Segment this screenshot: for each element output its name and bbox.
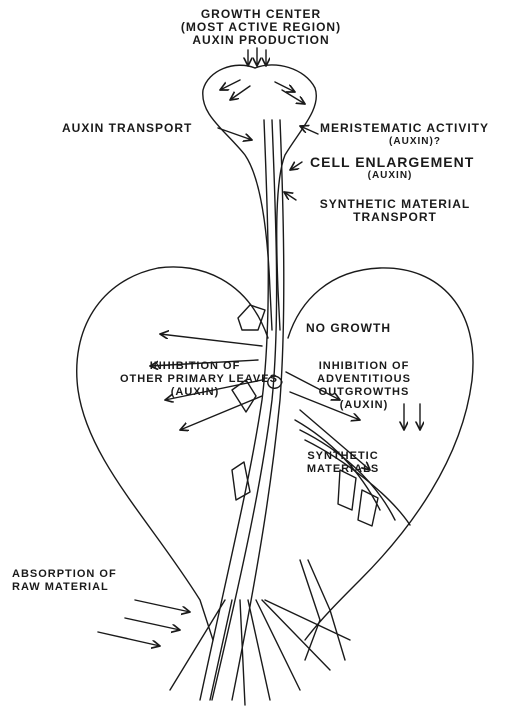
synthetic-transport-sub: TRANSPORT	[300, 211, 490, 224]
root	[248, 600, 270, 700]
auxin-transport-label: AUXIN TRANSPORT	[62, 122, 192, 135]
absorption-arrow	[98, 632, 160, 646]
vein-arrow	[180, 396, 262, 430]
primordium	[238, 305, 265, 330]
primordium	[232, 462, 250, 500]
root	[262, 600, 330, 670]
synthetic-materials-label: SYNTHETIC MATERIALS	[288, 450, 398, 476]
inhibition-adventitious-label: INHIBITION OF ADVENTITIOUS OUTGROWTHS (A…	[304, 360, 424, 412]
auxin-production: AUXIN PRODUCTION	[176, 34, 346, 47]
cell-enlargement-text: CELL ENLARGEMENT	[310, 156, 474, 169]
meristem-arrow	[300, 126, 318, 134]
meristematic-text: MERISTEMATIC ACTIVITY	[320, 122, 510, 135]
no-growth-label: NO GROWTH	[306, 322, 391, 335]
inhibition-adventitious-auxin: (AUXIN)	[304, 399, 424, 412]
stem-strand	[232, 120, 284, 700]
cell-enlargement-arrow	[290, 162, 302, 170]
no-growth-text: NO GROWTH	[306, 321, 391, 335]
stem-strand	[200, 120, 268, 700]
inhibition-primary-auxin: (AUXIN)	[120, 386, 270, 399]
cell-enlargement-label: CELL ENLARGEMENT (AUXIN)	[310, 156, 474, 182]
internal-arrow	[230, 86, 250, 100]
root	[300, 560, 320, 660]
inhibition-primary-title: INHIBITION OF	[120, 360, 270, 373]
absorption-arrow	[125, 618, 180, 630]
absorption-arrow	[135, 600, 190, 612]
inhibition-adventitious-title: INHIBITION OF	[304, 360, 424, 373]
auxin-transport-text: AUXIN TRANSPORT	[62, 121, 192, 135]
synthetic-transport-label: SYNTHETIC MATERIAL TRANSPORT	[300, 198, 490, 224]
internal-arrow	[282, 90, 305, 104]
inhibition-adventitious-sub2: OUTGROWTHS	[304, 386, 424, 399]
root	[308, 560, 345, 660]
vein-arrow	[160, 334, 262, 346]
meristematic-sub: (AUXIN)?	[320, 135, 510, 148]
inhibition-primary-label: INHIBITION OF OTHER PRIMARY LEAVES (AUXI…	[120, 360, 270, 399]
absorption-sub: RAW MATERIAL	[12, 581, 117, 594]
inhibition-adventitious-sub: ADVENTITIOUS	[304, 373, 424, 386]
absorption-label: ABSORPTION OF RAW MATERIAL	[12, 568, 117, 594]
synthetic-materials-sub: MATERIALS	[288, 463, 398, 476]
absorption-title: ABSORPTION OF	[12, 568, 117, 581]
root	[170, 600, 225, 690]
meristematic-label: MERISTEMATIC ACTIVITY (AUXIN)?	[320, 122, 510, 148]
auxin-transport-arrow	[218, 128, 252, 140]
primordium	[338, 470, 356, 510]
internal-arrow	[220, 80, 240, 90]
primordium	[358, 490, 378, 526]
root	[210, 600, 232, 700]
cell-enlargement-sub: (AUXIN)	[310, 169, 470, 182]
inhibition-primary-sub: OTHER PRIMARY LEAVES	[120, 373, 270, 386]
synthetic-transport-arrow	[284, 192, 296, 200]
synthetic-materials-title: SYNTHETIC	[288, 450, 398, 463]
internal-arrow	[275, 82, 295, 92]
growth-center-label: GROWTH CENTER (MOST ACTIVE REGION) AUXIN…	[176, 8, 346, 47]
